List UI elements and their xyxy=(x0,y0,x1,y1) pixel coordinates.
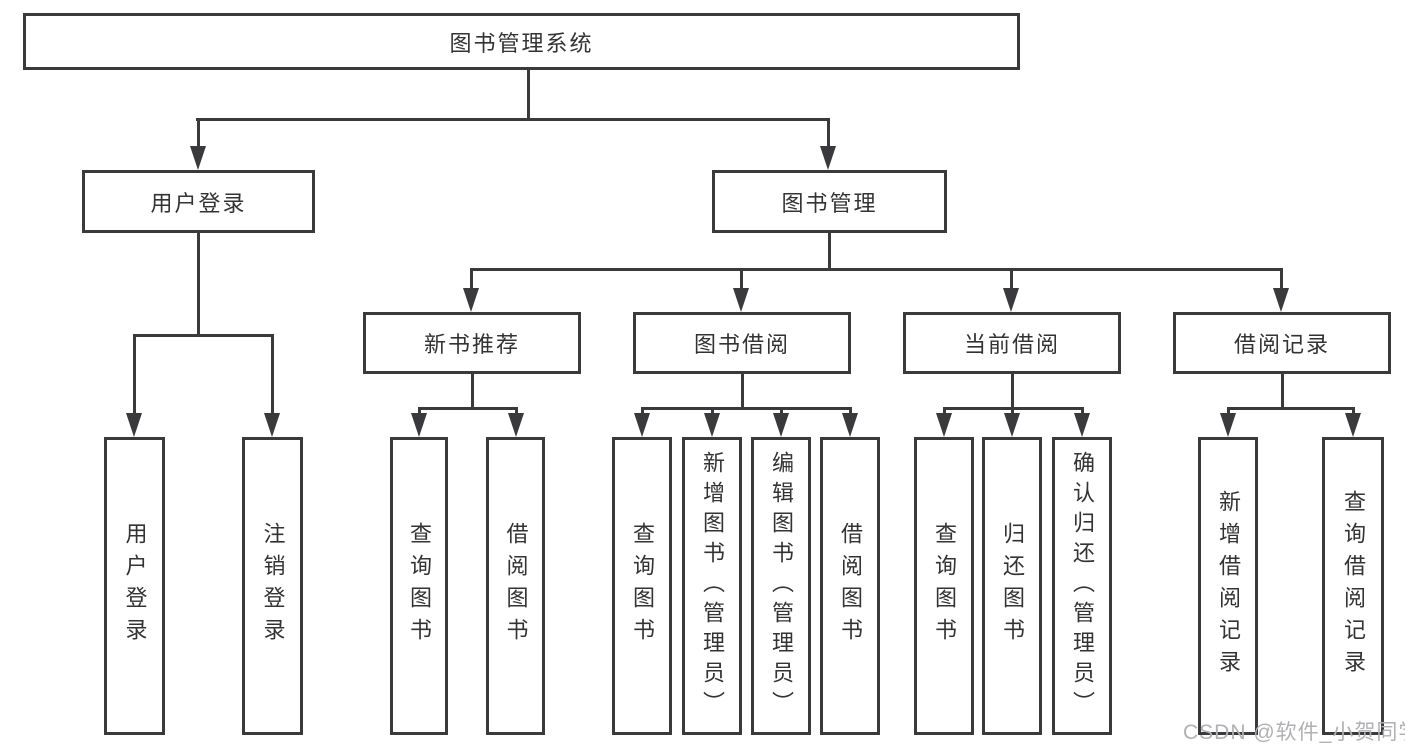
connector-line xyxy=(1010,268,1013,292)
leaf-query-books-recommend: 查询图书 xyxy=(390,437,448,735)
connector-line xyxy=(1281,374,1284,410)
arrowhead-icon xyxy=(936,413,952,437)
connector-line xyxy=(641,407,851,410)
arrowhead-icon xyxy=(773,413,789,437)
connector-line xyxy=(418,407,518,410)
leaf-edit-books-admin: 编辑图书（管理员） xyxy=(751,437,811,735)
connector-line xyxy=(1081,407,1084,416)
arrowhead-icon xyxy=(411,413,427,437)
leaf-return-books: 归还图书 xyxy=(982,437,1042,735)
leaf-borrow-books: 借阅图书 xyxy=(820,437,880,735)
arrowhead-icon xyxy=(1273,288,1289,312)
arrowhead-icon xyxy=(463,288,479,312)
connector-line xyxy=(1227,407,1353,410)
arrowhead-icon xyxy=(264,413,280,437)
arrowhead-icon xyxy=(1220,413,1236,437)
leaf-label: 确认归还（管理员） xyxy=(1070,451,1095,721)
leaf-label: 查询图书 xyxy=(407,522,432,650)
leaf-label: 用户登录 xyxy=(122,522,148,650)
connector-line xyxy=(828,233,831,270)
node-user-login: 用户登录 xyxy=(82,170,315,233)
arrowhead-icon xyxy=(190,146,206,170)
leaf-label: 注销登录 xyxy=(260,522,286,650)
connector-line xyxy=(943,407,946,416)
connector-line xyxy=(827,118,830,150)
leaf-add-borrow-record: 新增借阅记录 xyxy=(1198,437,1258,735)
connector-line xyxy=(1011,374,1014,410)
arrowhead-icon xyxy=(634,413,650,437)
leaf-label: 新增借阅记录 xyxy=(1216,490,1241,682)
connector-line xyxy=(1011,407,1014,416)
connector-line xyxy=(470,268,473,292)
arrowhead-icon xyxy=(733,288,749,312)
leaf-label: 编辑图书（管理员） xyxy=(769,451,794,721)
leaf-borrow-books-recommend: 借阅图书 xyxy=(486,437,545,735)
connector-line xyxy=(527,68,530,120)
leaf-confirm-return-admin: 确认归还（管理员） xyxy=(1052,437,1112,735)
arrowhead-icon xyxy=(1003,288,1019,312)
leaf-label: 新增图书（管理员） xyxy=(700,451,725,721)
leaf-label: 借阅图书 xyxy=(503,522,529,650)
connector-line xyxy=(711,407,714,416)
watermark: CSDN @软件_小贺同学 xyxy=(1183,721,1405,744)
connector-line xyxy=(418,407,421,416)
leaf-query-books-borrowing: 查询图书 xyxy=(612,437,672,735)
leaf-logout: 注销登录 xyxy=(242,437,303,735)
arrowhead-icon xyxy=(1004,413,1020,437)
arrowhead-icon xyxy=(508,413,524,437)
node-library-system: 图书管理系统 xyxy=(23,13,1020,70)
leaf-add-books-admin: 新增图书（管理员） xyxy=(682,437,742,735)
node-borrowing-records: 借阅记录 xyxy=(1173,312,1391,374)
arrowhead-icon xyxy=(820,146,836,170)
connector-line xyxy=(133,334,273,337)
connector-line xyxy=(849,407,852,416)
connector-line xyxy=(740,268,743,292)
leaf-query-books-current: 查询图书 xyxy=(914,437,974,735)
connector-line xyxy=(197,233,200,336)
leaf-label: 查询借阅记录 xyxy=(1341,490,1366,682)
arrowhead-icon xyxy=(704,413,720,437)
leaf-label: 查询图书 xyxy=(630,522,655,650)
connector-line xyxy=(1352,407,1355,416)
leaf-user-login: 用户登录 xyxy=(104,437,165,735)
connector-line xyxy=(196,118,830,121)
connector-line xyxy=(1227,407,1230,416)
connector-line xyxy=(271,334,274,416)
leaf-query-borrow-record: 查询借阅记录 xyxy=(1322,437,1384,735)
node-current-borrowing: 当前借阅 xyxy=(903,312,1121,374)
arrowhead-icon xyxy=(842,413,858,437)
leaf-label: 归还图书 xyxy=(1000,522,1025,650)
connector-line xyxy=(780,407,783,416)
connector-line xyxy=(133,334,136,416)
connector-line xyxy=(470,268,1283,271)
connector-line xyxy=(741,374,744,410)
connector-line xyxy=(197,118,200,150)
connector-line xyxy=(1280,268,1283,292)
arrowhead-icon xyxy=(1345,413,1361,437)
leaf-label: 借阅图书 xyxy=(838,522,863,650)
leaf-label: 查询图书 xyxy=(932,522,957,650)
connector-line xyxy=(641,407,644,416)
arrowhead-icon xyxy=(126,413,142,437)
connector-line xyxy=(515,407,518,416)
node-book-management: 图书管理 xyxy=(712,170,947,233)
node-book-borrowing: 图书借阅 xyxy=(633,312,851,374)
node-new-book-recommend: 新书推荐 xyxy=(363,312,581,374)
connector-line xyxy=(471,374,474,410)
arrowhead-icon xyxy=(1074,413,1090,437)
